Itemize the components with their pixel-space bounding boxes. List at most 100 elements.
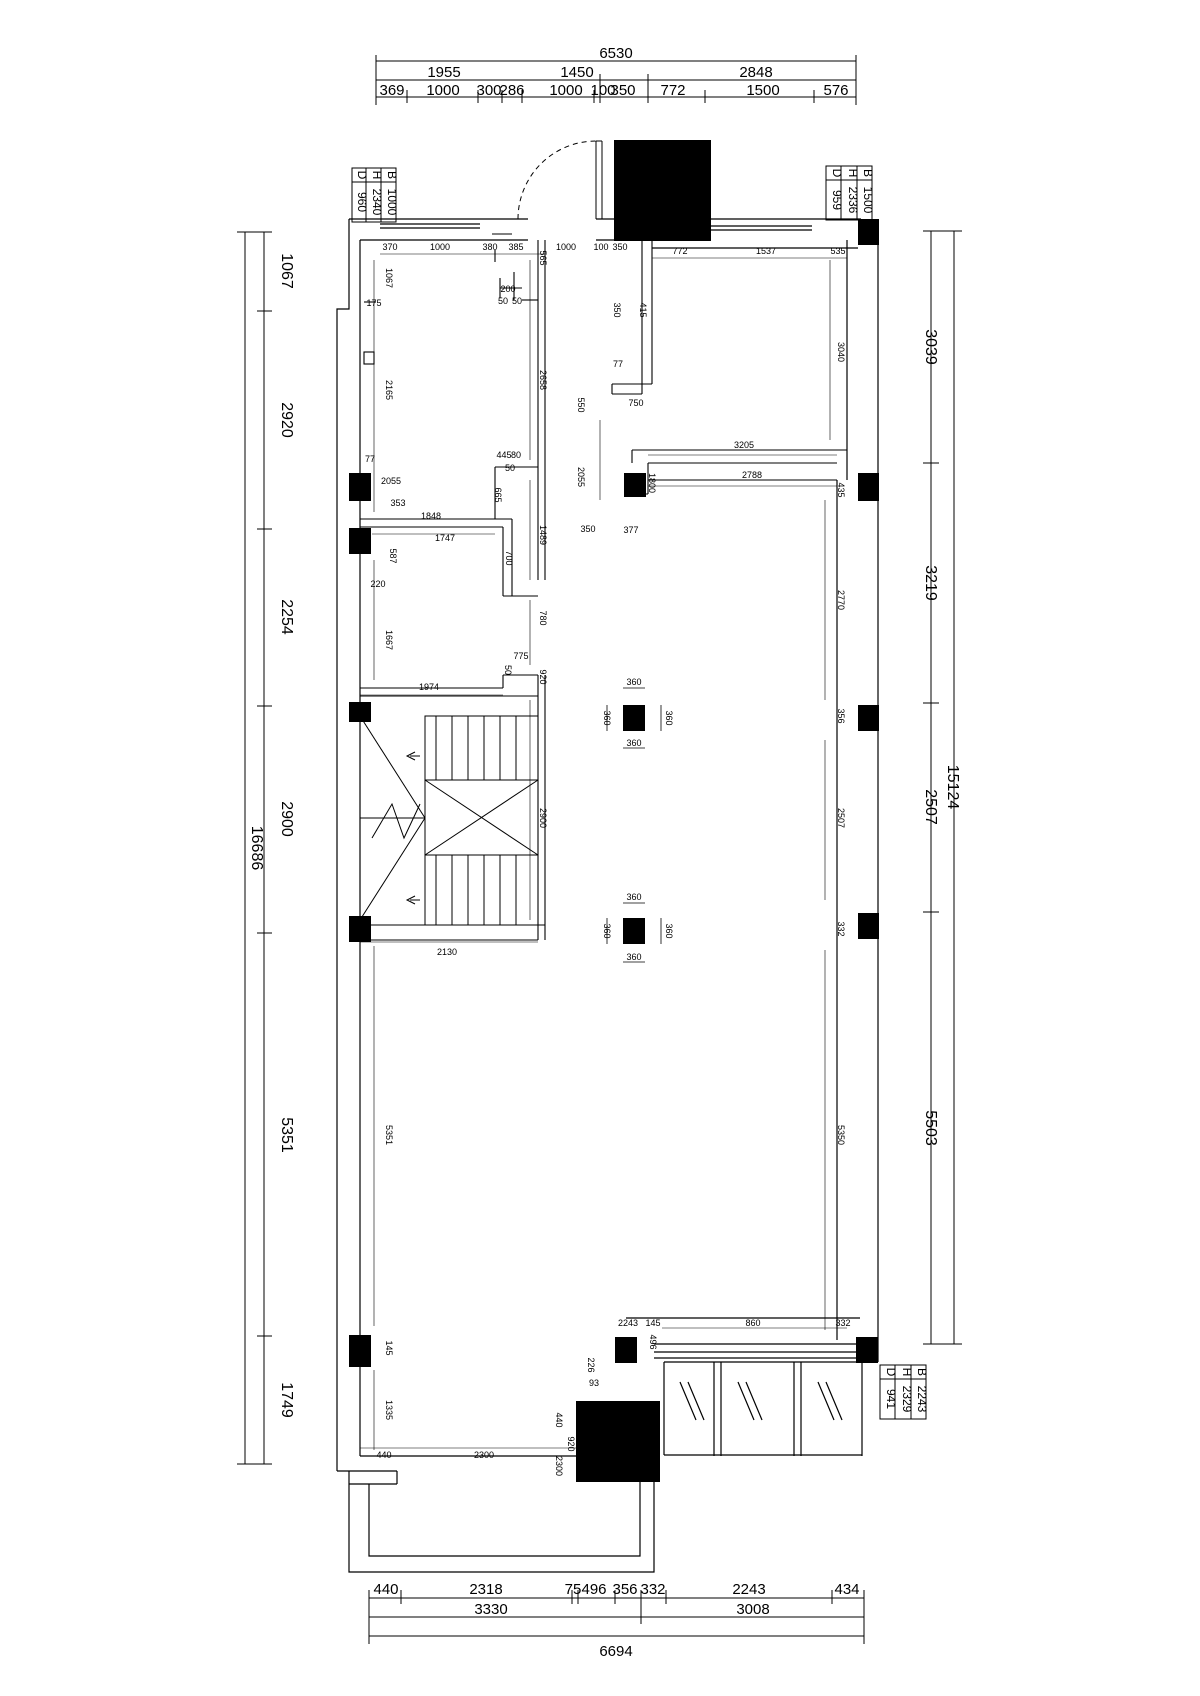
structural-columns xyxy=(349,140,879,1482)
interior-dim-label: 332 xyxy=(836,921,846,936)
interior-dim-label: 2788 xyxy=(742,470,762,480)
interior-dim-label: 77 xyxy=(365,454,375,464)
column-size-label: 360 xyxy=(626,677,641,687)
interior-dim-label: 2055 xyxy=(381,476,401,486)
column xyxy=(624,473,646,497)
interior-dim-label: 550 xyxy=(576,397,586,412)
interior-dim-label: 1848 xyxy=(421,511,441,521)
interior-dim-label: 93 xyxy=(589,1378,599,1388)
window-table-value: 1500 xyxy=(861,187,875,214)
left-segment-label: 1749 xyxy=(278,1382,295,1418)
column-size-label: 360 xyxy=(626,892,641,902)
column xyxy=(349,1335,371,1367)
bottom-mid-label: 3330 xyxy=(474,1601,507,1618)
interior-dim-label: 1800 xyxy=(647,473,657,493)
bottom-fine-label: 332 xyxy=(640,1581,665,1598)
column xyxy=(858,473,879,501)
column xyxy=(858,913,879,939)
interior-dim-label: 2658 xyxy=(538,370,548,390)
bottom-fine-label: 440 xyxy=(373,1581,398,1598)
column xyxy=(349,528,371,554)
interior-dim-label: 2055 xyxy=(576,467,586,487)
bottom-fine-label: 434 xyxy=(834,1581,859,1598)
interior-dim-label: 350 xyxy=(612,302,622,317)
window-table-label: D xyxy=(884,1368,898,1377)
interior-dim-label: 50 xyxy=(505,463,515,473)
top-mid-label: 1450 xyxy=(560,64,593,81)
interior-walls xyxy=(360,230,847,941)
left-segment-label: 2254 xyxy=(278,599,295,635)
interior-dim-label: 370 xyxy=(382,242,397,252)
bottom-mid-label: 3008 xyxy=(736,1601,769,1618)
top-mid-label: 2848 xyxy=(739,64,772,81)
left-segment-label: 1067 xyxy=(278,253,295,289)
interior-dim-label: 920 xyxy=(566,1436,576,1451)
interior-dim-label: 350 xyxy=(612,242,627,252)
interior-dim-label: 535 xyxy=(830,246,845,256)
interior-dim-label: 1747 xyxy=(435,533,455,543)
interior-dim-label: 50 xyxy=(503,665,513,675)
top-total-label: 6530 xyxy=(599,45,632,62)
south-balcony xyxy=(348,1471,655,1573)
interior-dim-label: 1067 xyxy=(384,268,394,288)
interior-dim-label: 332 xyxy=(835,1318,850,1328)
interior-dimension-lines xyxy=(360,253,847,1450)
interior-dim-label: 1974 xyxy=(419,682,439,692)
bottom-fine-label: 356 xyxy=(612,1581,637,1598)
right-segment-label: 3039 xyxy=(922,329,939,365)
entry-door xyxy=(517,140,603,220)
column xyxy=(858,219,879,245)
interior-dim-label: 2300 xyxy=(474,1450,494,1460)
interior-dim-label: 145 xyxy=(645,1318,660,1328)
interior-dim-label: 5350 xyxy=(836,1125,846,1145)
window-table-label: H xyxy=(900,1368,914,1377)
interior-dim-label: 1537 xyxy=(756,246,776,256)
top-dimension-labels: 6530 1955 1450 2848 369 1000 300 286 100… xyxy=(379,45,848,99)
interior-dim-label: 920 xyxy=(538,669,548,684)
window-table-label: D xyxy=(355,171,369,180)
column xyxy=(615,1337,637,1363)
column-size-label: 360 xyxy=(626,738,641,748)
window-table-label: H xyxy=(370,171,384,180)
interior-dim-label: 415 xyxy=(638,302,648,317)
interior-dim-label: 3205 xyxy=(734,440,754,450)
interior-dim-label: 772 xyxy=(672,246,687,256)
interior-dim-label: 435 xyxy=(836,482,846,497)
window-table-bottom-right: B H D 2243 2329 941 xyxy=(879,1364,929,1420)
interior-dim-label: 377 xyxy=(623,525,638,535)
exterior-walls xyxy=(336,218,879,1484)
interior-dim-label: 445 xyxy=(496,450,511,460)
interior-dim-label: 2770 xyxy=(836,590,846,610)
top-fine-label: 286 xyxy=(499,82,524,99)
staircase xyxy=(359,715,539,926)
interior-dim-label: 80 xyxy=(511,450,521,460)
top-fine-label: 369 xyxy=(379,82,404,99)
interior-dim-label: 565 xyxy=(538,250,548,265)
top-dimension-chain xyxy=(375,55,857,105)
interior-dim-label: 775 xyxy=(513,651,528,661)
interior-dim-label: 3040 xyxy=(836,342,846,362)
window-table-value: 941 xyxy=(884,1389,898,1409)
window-table-value: 960 xyxy=(355,192,369,212)
interior-dim-label: 5351 xyxy=(384,1125,394,1145)
right-dimension-labels: 3039 3219 2507 5503 15124 xyxy=(922,329,961,1146)
interior-dim-label: 100 xyxy=(593,242,608,252)
interior-dim-label: 77 xyxy=(613,359,623,369)
column-dimension-frames xyxy=(606,687,662,963)
column xyxy=(349,702,371,722)
left-dimension-chain xyxy=(237,231,272,1465)
window-table-label: B xyxy=(385,171,399,179)
interior-dim-label: 780 xyxy=(538,610,548,625)
interior-dim-label: 2243 xyxy=(618,1318,638,1328)
column xyxy=(614,140,711,241)
left-total-label: 16686 xyxy=(248,826,265,871)
top-fine-label: 100 xyxy=(590,82,615,99)
bottom-dimension-chain xyxy=(368,1590,865,1644)
window-table-value: 959 xyxy=(830,190,844,210)
bottom-fine-label: 496 xyxy=(581,1581,606,1598)
interior-dim-label: 2507 xyxy=(836,808,846,828)
bottom-dimension-labels: 440 2318 75 496 356 332 2243 434 3330 30… xyxy=(373,1581,859,1660)
column-size-label: 360 xyxy=(664,923,674,938)
window-table-label: H xyxy=(846,169,860,178)
top-mid-label: 1955 xyxy=(427,64,460,81)
